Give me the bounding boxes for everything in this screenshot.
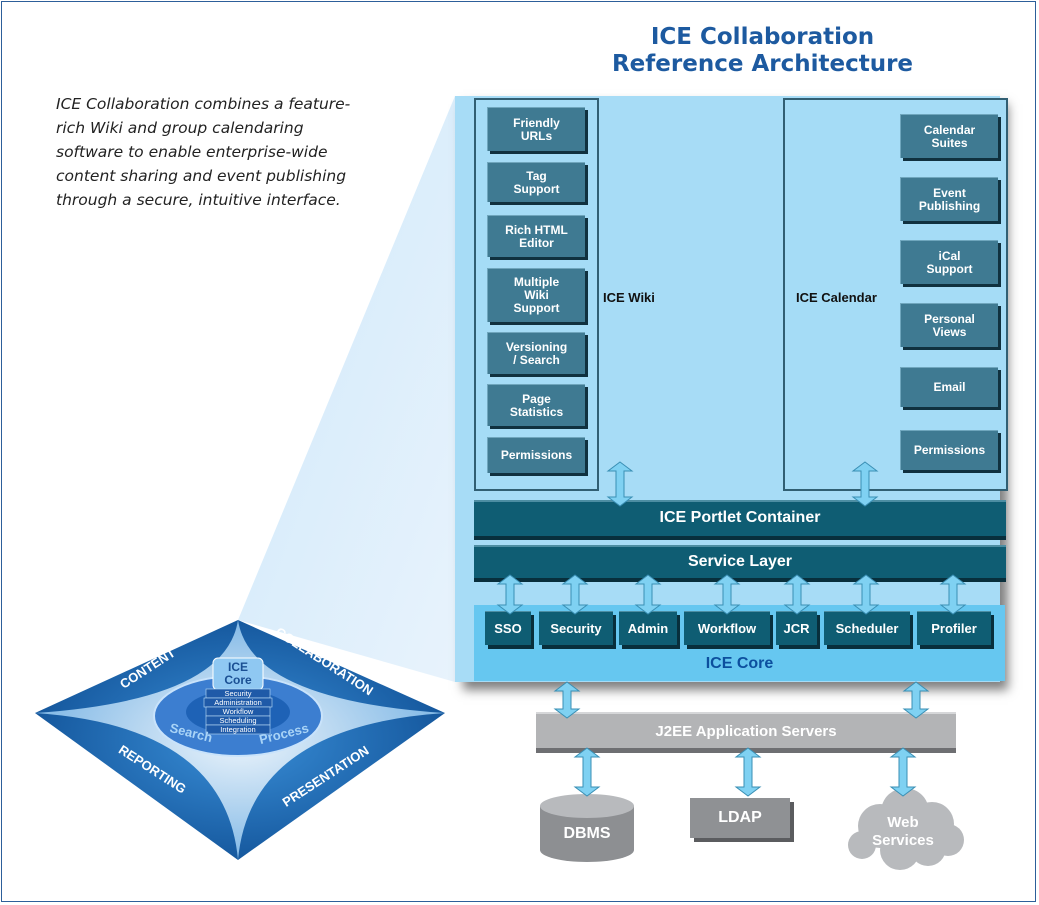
diamond-stack: [203, 688, 273, 735]
core-service-profiler: Profiler: [917, 611, 991, 645]
calendar-label: ICE Calendar: [796, 290, 877, 305]
core-service-workflow: Workflow: [684, 611, 770, 645]
projection-wedge: [238, 96, 455, 682]
ldap-box: LDAP: [690, 798, 790, 838]
label: Rich HTML: [505, 222, 568, 237]
core-service-admin: Admin: [619, 611, 677, 645]
label: / Search: [513, 352, 560, 367]
label: URLs: [520, 128, 553, 143]
label: Tag: [526, 168, 547, 183]
label: Friendly: [513, 115, 560, 130]
core-service-scheduler: Scheduler: [824, 611, 910, 645]
core-service-security: Security: [539, 611, 613, 645]
label: iCal: [938, 248, 961, 263]
portlet-container-bar: ICE Portlet Container: [474, 500, 1006, 536]
calendar-item-email: Email: [900, 367, 998, 407]
label: Personal: [924, 311, 975, 326]
stack-security: Security: [224, 689, 251, 698]
j2ee-app-servers-bar: J2EE Application Servers: [536, 712, 956, 748]
label: Publishing: [918, 198, 981, 213]
label: Support: [513, 301, 560, 315]
wiki-label: ICE Wiki: [603, 290, 655, 305]
calendar-item-permissions: Permissions: [900, 430, 998, 470]
label: Page: [522, 391, 551, 406]
figure-title: ICE Collaboration Reference Architecture: [540, 24, 985, 78]
diamond-core-l1: ICE: [228, 660, 248, 674]
title-line-2: Reference Architecture: [611, 51, 914, 77]
label: Statistics: [509, 404, 564, 419]
ice-core-label: ICE Core: [705, 655, 774, 672]
stack-workflow: Workflow: [223, 707, 254, 716]
label: Permissions: [913, 443, 986, 457]
label: Support: [513, 181, 560, 196]
label: Support: [926, 261, 973, 276]
core-service-jcr: JCR: [776, 611, 817, 645]
label: Suites: [931, 135, 968, 150]
stack-scheduling: Scheduling: [219, 716, 256, 725]
label: Multiple: [513, 275, 560, 289]
wiki-item-permissions: Permissions: [487, 437, 585, 473]
stack-administration: Administration: [214, 698, 262, 707]
service-layer-bar: Service Layer: [474, 545, 1006, 578]
label: Wiki: [524, 288, 549, 302]
description-text: ICE Collaboration combines a feature-ric…: [56, 95, 351, 209]
label: Event: [933, 185, 966, 200]
label: Versioning: [505, 339, 568, 354]
core-service-sso: SSO: [485, 611, 531, 645]
title-line-1: ICE Collaboration: [650, 24, 875, 50]
label: Views: [932, 324, 967, 339]
calendar-panel: [783, 98, 1008, 491]
wiki-item-versioning-search: Versioning/ Search: [487, 332, 585, 374]
label: Calendar: [923, 122, 976, 137]
label: Email: [933, 380, 966, 394]
stack-integration: Integration: [220, 725, 255, 734]
label: Permissions: [500, 448, 573, 462]
label: Editor: [519, 235, 554, 250]
diamond-core-l2: Core: [224, 673, 252, 687]
